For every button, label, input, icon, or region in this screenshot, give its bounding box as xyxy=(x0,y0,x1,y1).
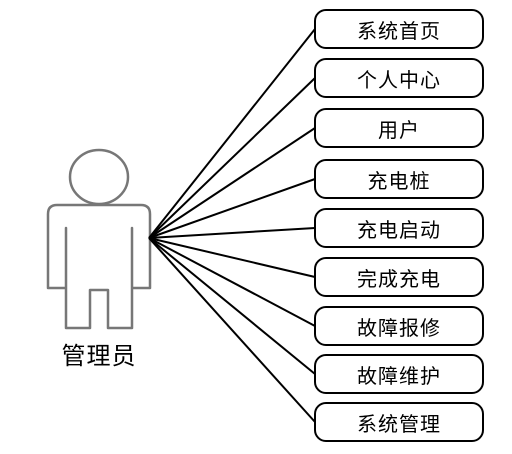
use-case-node: 用户 xyxy=(314,108,484,148)
association-lines xyxy=(148,28,316,423)
association-line xyxy=(148,127,316,239)
association-line xyxy=(148,237,316,278)
actor-figure-icon xyxy=(46,148,152,330)
use-case-node: 故障报修 xyxy=(314,306,484,346)
association-line xyxy=(148,237,316,327)
use-case-node: 个人中心 xyxy=(314,58,484,98)
use-case-node: 完成充电 xyxy=(314,257,484,297)
association-line xyxy=(148,227,316,239)
association-line xyxy=(148,237,316,423)
actor-head xyxy=(68,148,130,206)
association-line xyxy=(148,237,316,375)
use-case-node: 系统首页 xyxy=(314,9,484,49)
actor-body xyxy=(46,203,152,330)
use-case-node: 系统管理 xyxy=(314,402,484,442)
association-line xyxy=(148,77,316,239)
use-case-node: 故障维护 xyxy=(314,354,484,394)
association-line xyxy=(148,178,316,239)
use-case-node: 充电启动 xyxy=(314,208,484,248)
actor-name: 管理员 xyxy=(61,342,137,370)
use-case-node: 充电桩 xyxy=(314,159,484,199)
association-line xyxy=(148,28,316,239)
